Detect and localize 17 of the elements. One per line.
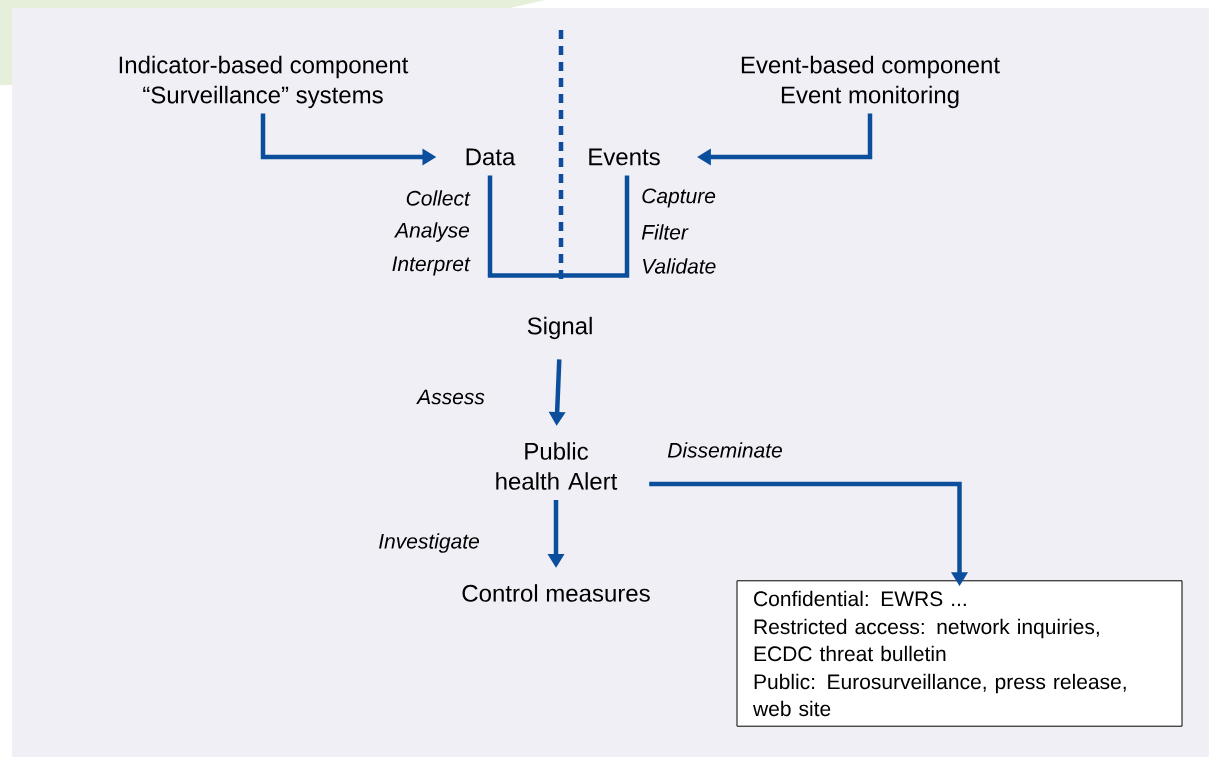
step-label: Capture bbox=[642, 188, 716, 208]
node-label: Data bbox=[466, 148, 516, 166]
step-label: Filter bbox=[641, 224, 689, 240]
step-label: Analyse bbox=[394, 222, 469, 242]
edge-label: Assess bbox=[416, 389, 485, 405]
node-label: Events bbox=[589, 148, 660, 166]
info-box: Confidential: EWRS ... Restricted access: network inquiries, ECDC threat bulletin Public: Eurosurveillance, press release, web site bbox=[736, 580, 1183, 727]
step-label: Interpret bbox=[392, 256, 471, 276]
edge-label: Investigate bbox=[379, 533, 479, 553]
node-label: Signal bbox=[527, 316, 592, 340]
node-label: Indicator-based component “Surveillance” systems bbox=[119, 55, 409, 109]
step-label: Validate bbox=[643, 258, 716, 274]
node-label: Public health Alert bbox=[496, 442, 618, 490]
node-label: Event-based component Event monitoring bbox=[741, 55, 1000, 109]
edge-label: Disseminate bbox=[667, 442, 782, 458]
step-label: Collect bbox=[406, 190, 471, 206]
node-label: Control measures bbox=[462, 584, 650, 602]
